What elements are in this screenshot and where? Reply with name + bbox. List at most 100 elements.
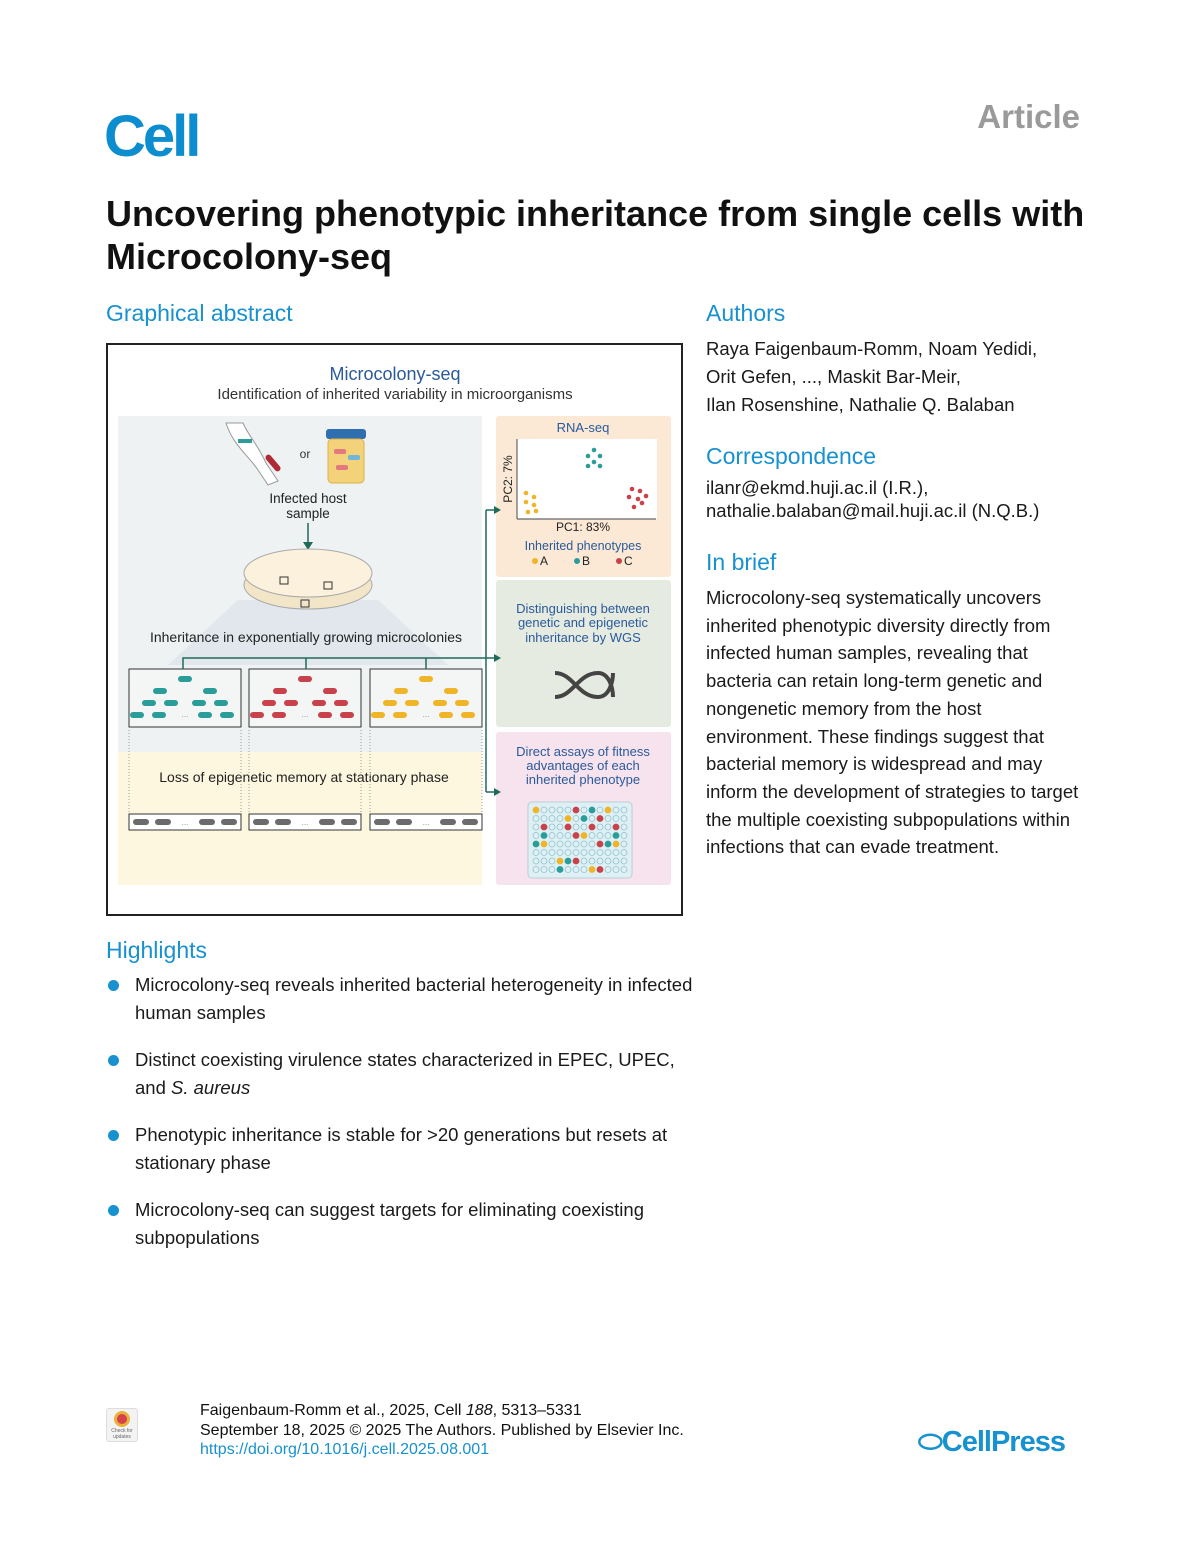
bacterium [444,688,458,694]
bacterium [164,700,178,706]
fitness-line-1: Direct assays of fitness [516,744,650,759]
well [596,815,604,822]
highlight-text: Microcolony-seq can suggest targets for … [135,1199,644,1248]
or-label: or [300,447,311,461]
paper-title: Uncovering phenotypic inheritance from s… [106,193,1085,277]
well [532,832,540,839]
fitness-line-3: inherited phenotype [526,772,640,787]
well [532,823,540,831]
inheritance-label: Inheritance in exponentially growing mic… [150,629,462,645]
arrowheads [494,506,501,796]
well [580,806,588,814]
bacterium [383,700,397,706]
well [588,857,596,865]
bacterium [396,819,412,825]
well [604,857,612,865]
bacterium [298,676,312,682]
pca-point-a [531,494,537,500]
well [548,866,556,873]
bullet-icon [108,1055,119,1066]
well [548,849,556,856]
bacterium [284,700,298,706]
well [588,866,596,873]
highlight-text: Distinct coexisting virulence states cha… [135,1049,675,1098]
bacterium [220,712,234,718]
well [564,866,572,873]
highlights-list: Microcolony-seq reveals inherited bacter… [106,971,696,1271]
bacterium [262,700,276,706]
species-name: S. aureus [171,1077,251,1098]
well [548,857,556,865]
loss-of-memory-label: Loss of epigenetic memory at stationary … [159,769,449,785]
ellipsis: ... [182,710,189,719]
correspondence-heading: Correspondence [706,443,877,469]
well [548,806,556,814]
well [540,832,548,839]
bacterium [462,819,478,825]
well [620,840,628,848]
well [612,866,620,873]
email-link[interactable]: nathalie.balaban@mail.huji.ac.il (N.Q.B.… [706,500,1040,521]
well [604,840,612,848]
well [572,866,580,873]
doi-link[interactable]: https://doi.org/10.1016/j.cell.2025.08.0… [200,1441,490,1458]
well [572,857,580,865]
well [612,857,620,865]
pca-xlabel: PC1: 83% [556,520,610,534]
author-line: Ilan Rosenshine, Nathalie Q. Balaban [706,394,1015,415]
well [580,849,588,856]
phenotype-legend: A B C [532,554,633,568]
bacterium [253,819,269,825]
bacterium [419,676,433,682]
highlight-item: Microcolony-seq can suggest targets for … [106,1196,696,1252]
bacterium [318,712,332,718]
bacterium [250,712,264,718]
well [588,840,596,848]
bacterium [155,819,171,825]
article-type-label: Article [977,98,1080,135]
sample-label-line2: sample [286,506,330,521]
well [548,840,556,848]
well [588,849,596,856]
bacterium [203,688,217,694]
bacterium [152,712,166,718]
bacterium [374,819,390,825]
graphical-abstract-heading: Graphical abstract [106,300,293,326]
well [588,806,596,814]
citation-volume: 188 [465,1402,493,1419]
well [612,849,620,856]
well [604,823,612,831]
pca-point-b [591,447,597,453]
bacterium [455,700,469,706]
well [588,823,596,831]
well [532,849,540,856]
ellipsis: ... [423,710,430,719]
date-copyright-line: September 18, 2025 © 2025 The Authors. P… [200,1421,684,1439]
well [604,806,612,814]
well [596,849,604,856]
well [540,815,548,822]
bullet-icon [108,1205,119,1216]
pca-point-c [626,494,632,500]
authors-heading: Authors [706,300,786,326]
email-link[interactable]: ilanr@ekmd.huji.ac.il (I.R.), [706,477,929,498]
pca-point-a [533,508,539,514]
well [564,815,572,822]
well [540,866,548,873]
well [604,866,612,873]
cellpress-link-icon: ⬭ [918,1426,943,1458]
bacterium [178,676,192,682]
bacterium [394,688,408,694]
pca-point-b [597,453,603,459]
legend-label-c: C [624,554,633,568]
pca-point-c [629,486,635,492]
down-arrow-icon [303,523,313,550]
well [548,823,556,831]
check-for-updates-badge[interactable]: Check for updates [106,1408,138,1442]
ellipsis: ... [302,818,309,827]
citation-pages: , 5313–5331 [492,1402,582,1419]
author-line: Raya Faigenbaum-Romm, Noam Yedidi, [706,338,1038,359]
well [580,832,588,839]
pca-axes [516,439,656,520]
ellipsis: ... [302,710,309,719]
